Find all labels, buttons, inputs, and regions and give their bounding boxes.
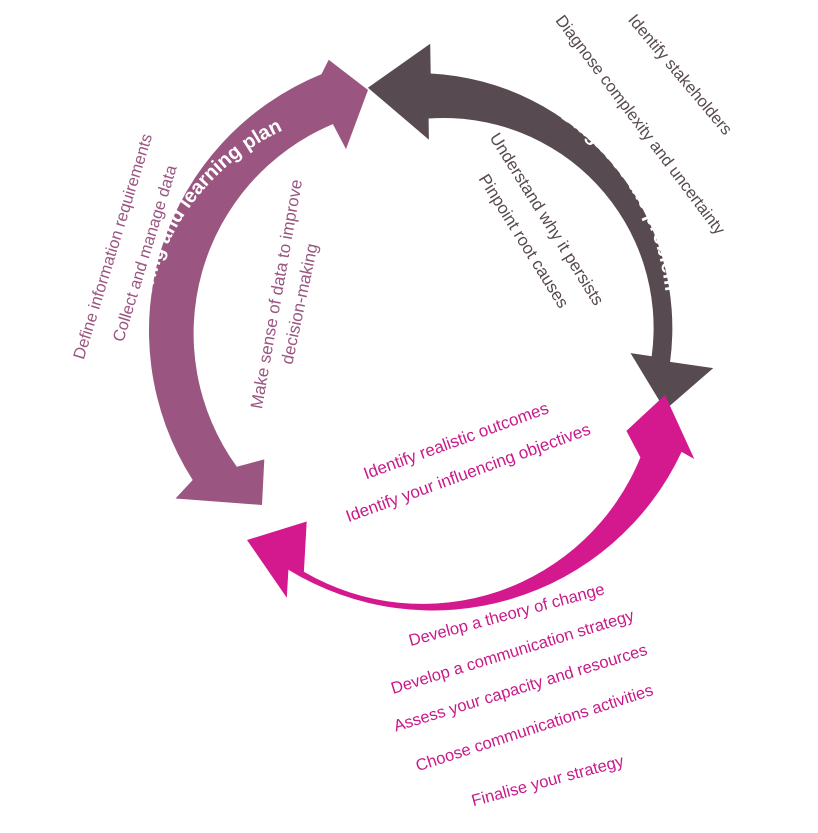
strategy-outer-5: Finalise your strategy	[470, 752, 627, 810]
strategy-arrow	[247, 395, 695, 611]
diagnose-arrow	[367, 43, 714, 411]
strategy-title: Develop a strategy	[386, 542, 559, 605]
monitoring-arrow	[148, 59, 368, 506]
